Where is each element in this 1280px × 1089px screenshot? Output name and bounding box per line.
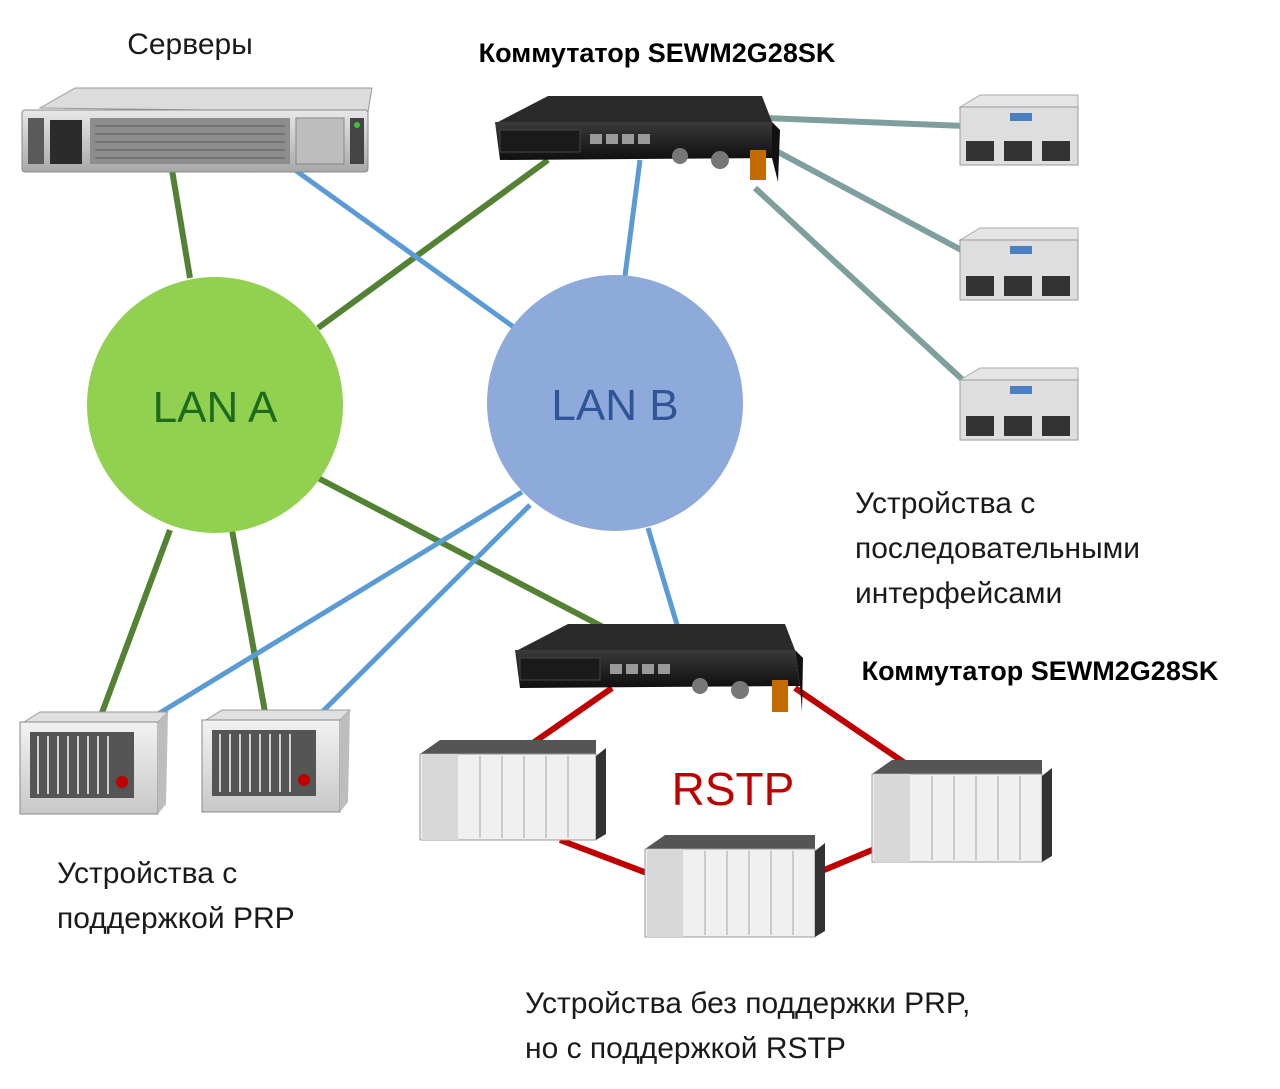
switch-bottom-label: Коммутатор SEWM2G28SK	[862, 656, 1219, 686]
link-server-lan-b	[293, 167, 517, 331]
link-lan-a-switch-top	[316, 157, 550, 331]
lan-b-links	[138, 159, 681, 728]
rstp-label: RSTP	[672, 763, 795, 815]
prp-devices-caption: Устройства с поддержкой PRP	[57, 857, 295, 935]
link-plc-left-plc-center	[558, 837, 662, 881]
rstp-devices-caption: Устройства без поддержки PRP, но с подде…	[525, 987, 979, 1065]
serial-links	[752, 115, 968, 385]
link-lan-a-switch-bottom	[316, 475, 607, 631]
rack-server-icon	[21, 87, 373, 173]
lan-b-circle	[487, 275, 743, 531]
plc-rack-icon	[871, 760, 1052, 863]
link-lan-b-prp1	[138, 489, 524, 728]
rstp-devices-line: Устройства без поддержки PRP,	[525, 987, 970, 1020]
din-rail-module-icon	[958, 367, 1079, 441]
relay-protection-cabinet-icon	[201, 709, 352, 813]
link-switch-serial1	[764, 115, 966, 129]
lan-a-circle	[87, 277, 343, 533]
lan-b-node: LAN B	[487, 275, 743, 531]
lan-b-label: LAN B	[551, 381, 678, 430]
relay-protection-cabinet-icon	[19, 711, 170, 815]
serial-devices-line: интерфейсами	[855, 577, 1062, 610]
link-lan-b-prp2	[310, 503, 532, 724]
plc-rack-icon	[419, 740, 606, 841]
serial-devices-line: последовательными	[855, 532, 1140, 565]
link-switch-serial2	[763, 142, 967, 255]
lan-a-links	[97, 157, 607, 720]
prp-devices-line: поддержкой PRP	[57, 902, 295, 935]
link-switch-serial3	[752, 185, 968, 385]
lan-a-label: LAN A	[153, 383, 278, 432]
switch-top-label: Коммутатор SEWM2G28SK	[479, 38, 836, 68]
link-lan-a-prp1	[97, 528, 173, 720]
link-lan-b-switch-top	[622, 159, 643, 277]
link-lan-a-prp2	[229, 529, 268, 713]
rstp-devices-line: но с поддержкой RSTP	[525, 1032, 846, 1065]
link-switch-plc-right	[793, 685, 920, 775]
serial-devices-line: Устройства с	[855, 487, 1035, 520]
prp-devices-line: Устройства с	[57, 857, 237, 890]
din-rail-module-icon	[958, 94, 1079, 166]
network-switch-icon	[515, 624, 803, 712]
serial-devices-caption: Устройства с последовательными интерфейс…	[855, 487, 1148, 610]
network-switch-icon	[495, 96, 780, 182]
servers-label: Серверы	[127, 28, 253, 61]
din-rail-module-icon	[958, 227, 1079, 301]
link-server-lan-a	[169, 169, 193, 279]
lan-a-node: LAN A	[87, 277, 343, 533]
link-lan-b-switch-bottom	[645, 527, 681, 629]
plc-rack-icon	[644, 835, 825, 938]
